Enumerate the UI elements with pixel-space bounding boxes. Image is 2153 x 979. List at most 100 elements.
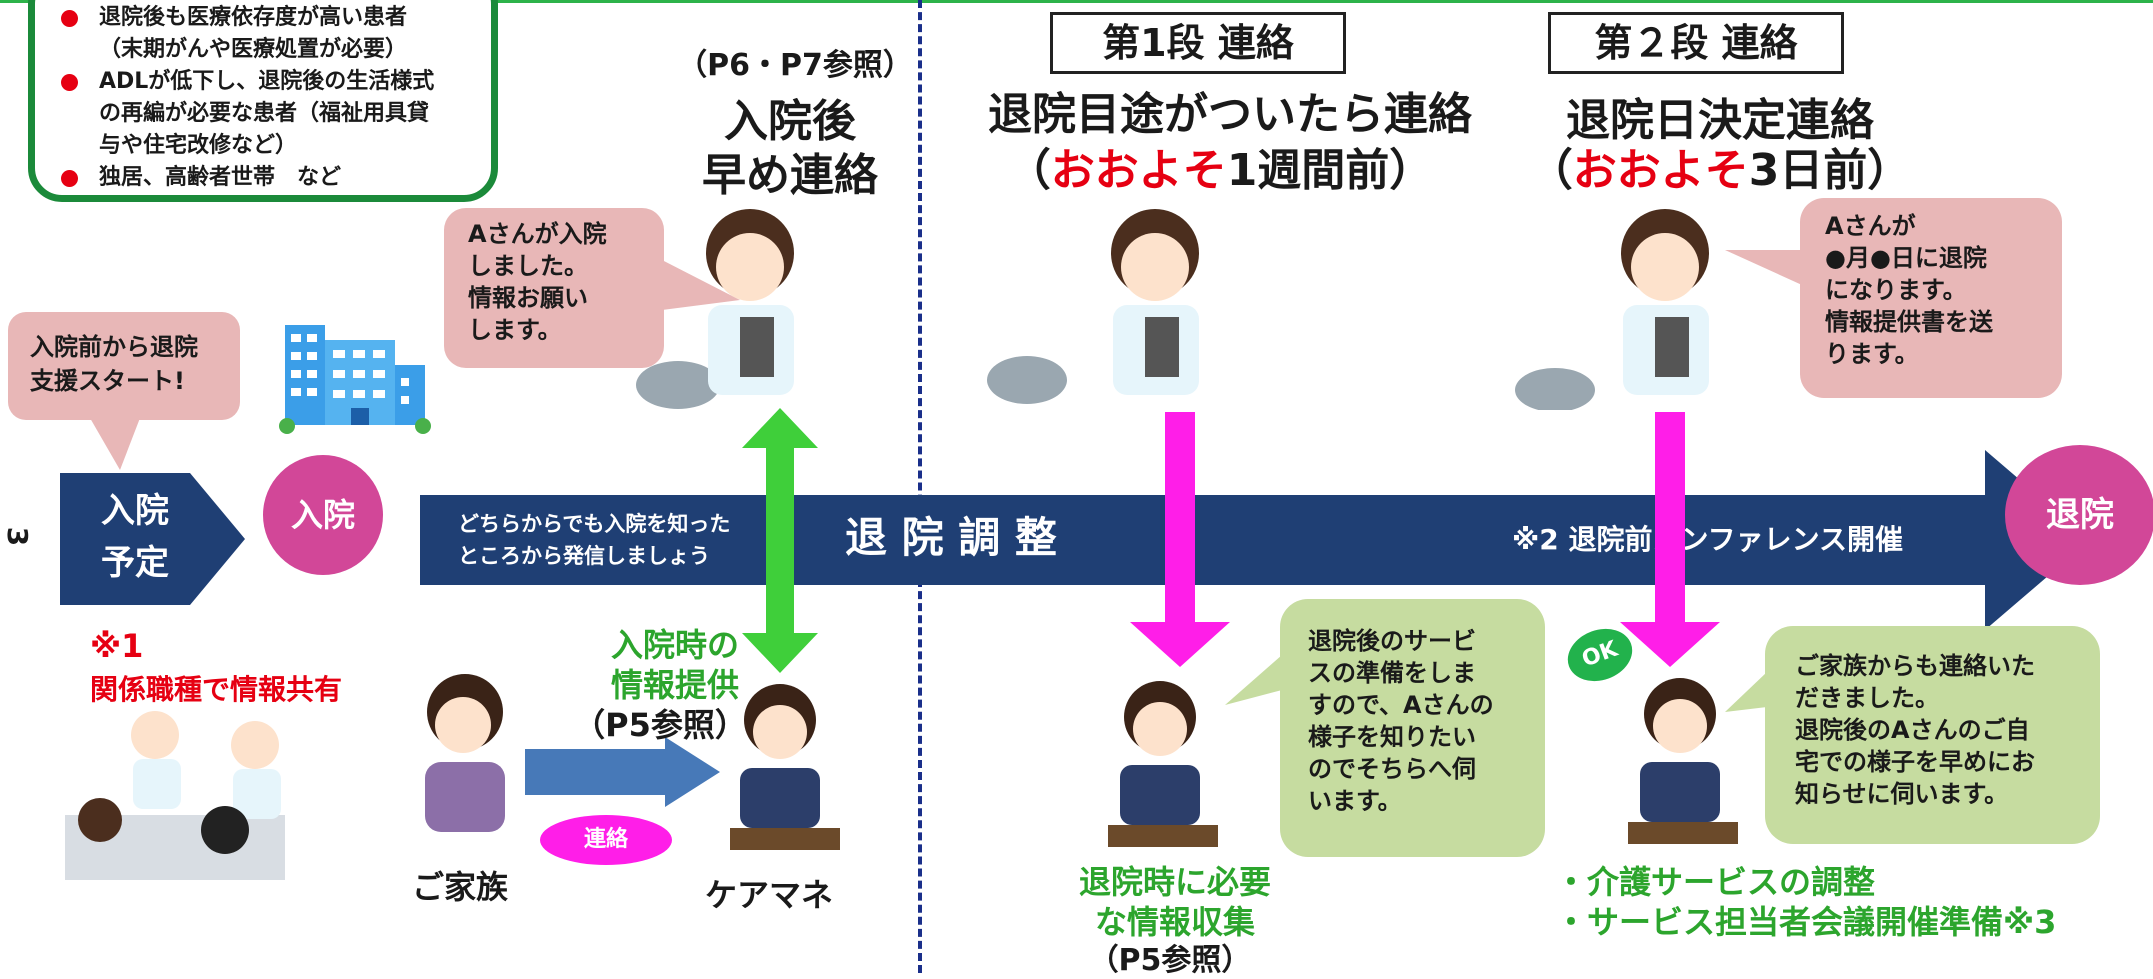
care-task-item: ・介護サービスの調整	[1555, 863, 1876, 901]
bullet-icon	[61, 10, 78, 27]
stage2-down-arrow	[1620, 412, 1720, 667]
bubble-line: 入院前から退院	[30, 333, 198, 361]
cm2-bubble-shape	[1725, 626, 2100, 844]
stage1-title: 退院目途がついたら連絡	[988, 89, 1472, 140]
bubble-line: 様子を知りたい	[1308, 723, 1476, 751]
band-note-line: どちらからでも入院を知った	[458, 512, 731, 536]
bubble-line: ●月●日に退院	[1825, 244, 1987, 272]
cm1-bubble-shape	[1225, 599, 1545, 857]
pre-admission-label: 入院 予定	[90, 485, 180, 589]
criteria-sub: （末期がんや医療処置が必要）	[99, 37, 408, 62]
care-task-item: ・サービス担当者会議開催準備※3	[1555, 903, 2057, 941]
bubble-line: 退院後のサービ	[1308, 627, 1476, 655]
info-collection-label: 退院時に必要 な情報収集	[1050, 862, 1300, 942]
bullet-icon	[61, 74, 78, 91]
criteria-item: ADLが低下し、退院後の生活様式	[55, 66, 495, 98]
page-marker: 3	[1, 526, 35, 547]
bubble-line: ります。	[1825, 340, 1919, 368]
ref-p5-admission: （P5参照）	[573, 706, 747, 744]
approx-text: おおよそ	[1050, 145, 1227, 196]
criteria-text: 退院後も医療依存度が高い患者	[99, 5, 408, 30]
contact-badge: 連絡	[540, 815, 672, 865]
top-border-line	[0, 0, 2153, 3]
pre-admission-line: 予定	[101, 543, 169, 583]
info-exchange-double-arrow	[742, 408, 818, 673]
start-bubble-text: 入院前から退院 支援スタート!	[30, 330, 198, 398]
timing-text: 3日前）	[1748, 145, 1912, 196]
criteria-item: 退院後も医療依存度が高い患者	[55, 2, 495, 34]
phase-divider	[918, 0, 922, 973]
bullet-icon	[61, 170, 78, 187]
bubble-line: 情報提供書を送	[1825, 308, 1993, 336]
care-manager-figure	[730, 684, 840, 850]
family-to-cm-arrow	[525, 737, 720, 807]
bubble-line: 知らせに伺います。	[1795, 780, 2009, 808]
criteria-text: ADLが低下し、退院後の生活様式	[99, 69, 435, 94]
info-collection-line: 退院時に必要	[1078, 863, 1271, 901]
start-bubble-shape	[8, 312, 240, 470]
care-tasks: ・介護サービスの調整 ・サービス担当者会議開催準備※3	[1555, 862, 2056, 942]
care-manager-label: ケアマネ	[705, 876, 834, 914]
bubble-line: ご家族からも連絡いた	[1795, 652, 2035, 680]
paren: （	[1528, 145, 1573, 196]
admission-bubble-text: Aさんが入院 しました。 情報お願い します。	[468, 218, 607, 346]
discharge-date-bubble-text: Aさんが ●月●日に退院 になります。 情報提供書を送 ります。	[1825, 210, 1993, 370]
nurse-phone-figure-3	[1515, 209, 1709, 410]
nurse-phone-figure-2	[987, 209, 1199, 404]
bubble-line: います。	[1308, 787, 1402, 815]
bubble-line: だきました。	[1795, 684, 1939, 712]
care-manager-phone-figure-1	[1108, 681, 1218, 847]
bubble-line: スの準備をしま	[1308, 659, 1476, 687]
bubble-line: Aさんが入院	[468, 220, 607, 248]
hospital-building-icon	[279, 325, 431, 434]
conference-note: ※2 退院前カンファレンス開催	[1512, 523, 1904, 556]
staff-meeting-illustration	[65, 711, 285, 880]
ref-p5-collection: （P5参照）	[1088, 943, 1252, 978]
approx-text: おおよそ	[1572, 145, 1749, 196]
criteria-item: 独居、高齢者世帯 など	[55, 162, 495, 194]
admission-bubble-shape	[444, 208, 740, 368]
paren: （	[1006, 145, 1051, 196]
note1-text: 関係職種で情報共有	[90, 673, 343, 706]
bubble-line: 宅での様子を早めにお	[1795, 748, 2035, 776]
stage2-title: 退院日決定連絡	[1566, 95, 1874, 146]
stage2-timing: （おおよそ3日前）	[1520, 144, 1920, 198]
early-contact-line: 入院後	[724, 96, 856, 147]
discharge-coordination-band	[420, 495, 1990, 585]
info-collection-line: な情報収集	[1094, 903, 1255, 941]
discharge-date-bubble-shape	[1725, 198, 2062, 398]
ref-p6-p7: （P6・P7参照）	[677, 48, 913, 83]
bubble-line: になります。	[1825, 276, 1967, 304]
stage1-timing: （おおよそ1週間前）	[1000, 144, 1440, 198]
stage1-label: 第1段 連絡	[1050, 12, 1346, 74]
stage2-label: 第２段 連絡	[1548, 12, 1844, 74]
discharge-circle: 退院	[2005, 445, 2153, 585]
criteria-sub: の再編が必要な患者（福祉用具貸	[99, 101, 430, 126]
bubble-line: すので、Aさんの	[1308, 691, 1494, 719]
band-title: 退 院 調 整	[845, 513, 1057, 562]
admission-info-line: 情報提供	[610, 666, 739, 704]
criteria-sub: 与や住宅改修など）	[99, 133, 298, 158]
criteria-text: 独居、高齢者世帯 など	[99, 165, 342, 190]
bubble-line: Aさんが	[1825, 212, 1916, 240]
cm1-bubble-text: 退院後のサービ スの準備をしま すので、Aさんの 様子を知りたい のでそちらへ伺…	[1308, 625, 1494, 817]
pre-admission-line: 入院	[101, 491, 169, 531]
bubble-line: のでそちらへ伺	[1308, 755, 1476, 783]
early-contact-line: 早め連絡	[702, 150, 878, 201]
band-note: どちらからでも入院を知った ところから発信しましょう	[458, 508, 730, 572]
stage1-down-arrow	[1130, 412, 1230, 667]
admission-info-line: 入院時の	[610, 626, 739, 664]
bubble-line: しました。	[468, 252, 588, 280]
criteria-box	[28, 0, 498, 202]
bubble-line: 情報お願い	[468, 284, 588, 312]
admission-circle: 入院	[263, 455, 383, 575]
early-contact-heading: 入院後 早め連絡	[665, 95, 915, 203]
band-note-line: ところから発信しましょう	[458, 544, 710, 568]
bubble-line: します。	[468, 316, 562, 344]
pre-admission-arrow	[60, 473, 245, 605]
cm2-bubble-text: ご家族からも連絡いた だきました。 退院後のAさんのご自 宅での様子を早めにお …	[1795, 650, 2035, 810]
bubble-line: 支援スタート!	[30, 367, 185, 395]
admission-info-label: 入院時の 情報提供	[580, 625, 770, 705]
nurse-phone-figure-1	[636, 209, 794, 409]
timing-text: 1週間前）	[1226, 145, 1434, 196]
